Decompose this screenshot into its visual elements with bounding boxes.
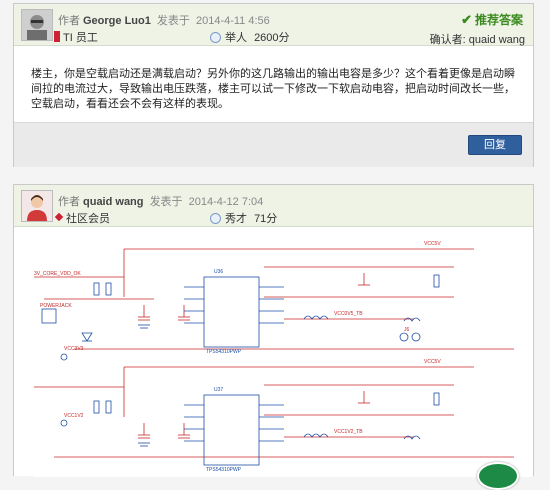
author-role: TI 员工: [54, 29, 98, 45]
author-name[interactable]: George Luo1: [83, 15, 151, 27]
power-jack-label: POWERJACK: [40, 303, 72, 309]
rank-icon: [210, 32, 221, 43]
schematic-drawing: 3V_CORE_VDD_OK POWERJACK VCC5V VCC3V3 VC…: [34, 241, 514, 473]
chip-part: TPS54310PWP: [206, 349, 242, 355]
rail-label: VCC1V2: [64, 413, 84, 419]
role-label: TI 员工: [63, 32, 98, 44]
rank-points: 2600分: [254, 32, 290, 44]
vout-label: VCC0V5_TB: [334, 311, 363, 317]
recommend-label: 推荐答案: [474, 13, 523, 27]
chip-part: TPS54310PWP: [206, 467, 242, 473]
rail-label: VCC5V: [424, 359, 441, 365]
posted-label: 发表于: [156, 15, 190, 27]
rank-name: 秀才: [225, 213, 247, 225]
avatar[interactable]: [21, 9, 53, 41]
schematic-image[interactable]: 3V_CORE_VDD_OK POWERJACK VCC5V VCC3V3 VC…: [34, 237, 531, 477]
author-rank: 举人 2600分: [210, 29, 290, 45]
reply-button[interactable]: 回复: [468, 135, 522, 155]
author-rank: 秀才 71分: [210, 210, 277, 226]
post-date: 2014-4-11 4:56: [195, 15, 270, 27]
author-prefix: 作者: [58, 196, 80, 208]
chip-label: U37: [214, 387, 223, 393]
rank-points: 71分: [254, 213, 278, 225]
rail-label: VCC3V3: [64, 346, 84, 352]
recommended-answer-badge: ✔推荐答案: [461, 11, 523, 28]
role-label: 社区会员: [66, 213, 110, 225]
author-role: 社区会员: [54, 210, 110, 226]
connector-label: J6: [404, 327, 410, 333]
confirm-label: 确认者:: [429, 34, 466, 46]
checkmark-icon: ✔: [461, 12, 472, 27]
vout-label: VCC1V2_TB: [334, 429, 363, 435]
avatar[interactable]: [21, 190, 53, 222]
confirmer-name[interactable]: quaid wang: [468, 34, 525, 46]
author-name[interactable]: quaid wang: [83, 196, 144, 208]
member-icon: [54, 212, 64, 222]
author-prefix: 作者: [58, 15, 80, 27]
rank-icon: [210, 213, 221, 224]
net-label: 3V_CORE_VDD_OK: [34, 271, 81, 277]
ti-badge-icon: [54, 31, 60, 42]
chip-label: U36: [214, 269, 223, 275]
post-date: 2014-4-12 7:04: [188, 196, 264, 208]
reply-bar: 回复: [14, 122, 533, 167]
rail-label: VCC5V: [424, 241, 441, 247]
confirmed-by: 确认者: quaid wang: [430, 31, 525, 47]
post-body: 楼主，你是空载启动还是满载启动？另外你的这几路输出的输出电容是多少？这个看着更像…: [31, 68, 515, 110]
floating-action-button[interactable]: [477, 462, 519, 490]
rank-name: 举人: [225, 32, 247, 44]
posted-label: 发表于: [149, 196, 183, 208]
